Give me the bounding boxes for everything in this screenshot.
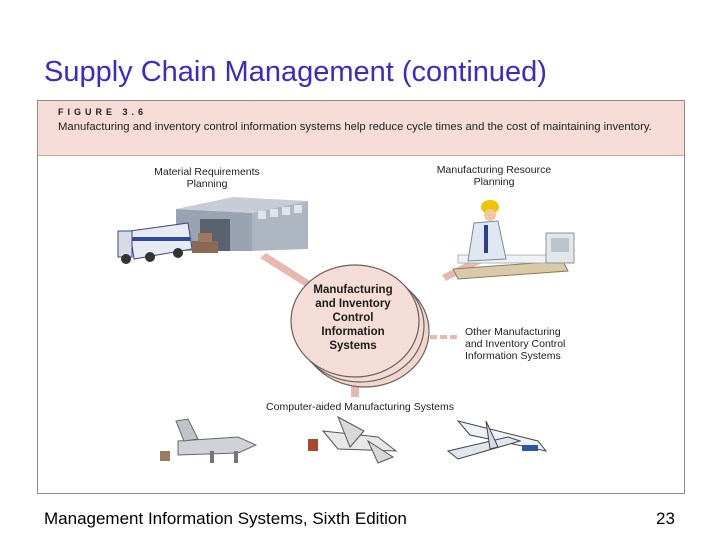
mrp2-label: Manufacturing Resource Planning <box>424 164 564 188</box>
hub-discs <box>290 264 430 388</box>
other-label-line: and Inventory Control <box>465 338 566 350</box>
mrp2-label-line: Manufacturing Resource <box>436 164 552 176</box>
hub-line: Control <box>332 312 374 324</box>
mrp-label-line: Planning <box>186 178 228 190</box>
hub-line: Systems <box>329 340 377 352</box>
slide-footer: Management Information Systems, Sixth Ed… <box>44 509 407 528</box>
diagram-artwork <box>117 197 575 464</box>
aircraft-illustrations <box>160 415 548 464</box>
hub-line: and Inventory <box>315 298 391 310</box>
connector-to-mrp <box>260 253 310 287</box>
other-systems-label: Other Manufacturing and Inventory Contro… <box>465 326 605 362</box>
figure-header: FIGURE 3.6 Manufacturing and inventory c… <box>38 101 684 156</box>
other-label-line: Information Systems <box>465 350 561 362</box>
hub-line: Manufacturing <box>313 284 393 296</box>
figure-caption: Manufacturing and inventory control info… <box>58 121 652 133</box>
mrp-label-line: Material Requirements <box>154 166 260 178</box>
connector-to-other <box>430 335 457 339</box>
mrp-label: Material Requirements Planning <box>142 166 272 190</box>
factory-truck-illustration <box>117 197 308 264</box>
cam-label: Computer-aided Manufacturing Systems <box>266 401 454 413</box>
figure-label: FIGURE 3.6 <box>58 107 148 117</box>
hub-label: Manufacturing and Inventory Control Info… <box>293 283 413 353</box>
hub-line: Information <box>321 326 385 338</box>
mrp2-label-line: Planning <box>473 176 515 188</box>
other-label-line: Other Manufacturing <box>465 326 561 338</box>
engineer-illustration <box>452 200 575 280</box>
figure-panel: FIGURE 3.6 Manufacturing and inventory c… <box>37 100 685 494</box>
slide-title: Supply Chain Management (continued) <box>44 56 547 88</box>
page-number: 23 <box>656 509 675 528</box>
